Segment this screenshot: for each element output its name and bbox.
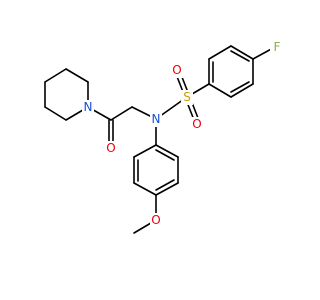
fluorine-atom-label: F <box>274 40 281 54</box>
molecule-structure-canvas: F S O O N N O O <box>44 39 282 234</box>
bond <box>44 68 67 83</box>
bond <box>155 182 179 196</box>
sulfonyl-oxygen-top-label: O <box>172 63 181 77</box>
label-background <box>150 213 162 228</box>
carbonyl-oxygen-label: O <box>106 141 115 155</box>
bond <box>155 179 175 191</box>
bonds <box>44 45 276 234</box>
sulfur-atom-label: S <box>183 90 191 104</box>
bond <box>230 83 254 98</box>
bond <box>44 106 67 121</box>
bond <box>230 45 254 60</box>
label-background <box>270 39 282 55</box>
label-background <box>150 112 162 127</box>
label-background <box>171 63 183 78</box>
bond <box>155 144 179 158</box>
bond <box>65 68 89 83</box>
label-background <box>191 117 203 132</box>
piperidine-nitrogen-label: N <box>84 100 93 114</box>
label-background <box>105 141 117 156</box>
label-background <box>181 90 193 105</box>
bond <box>133 144 157 158</box>
bond <box>155 149 175 161</box>
bond <box>133 182 157 196</box>
bond <box>230 81 250 93</box>
atom-labels: F S O O N N O O <box>82 39 282 228</box>
molecule-structure-drawing: F S O O N N O O <box>44 39 282 234</box>
bond <box>208 45 232 60</box>
bond <box>230 50 250 62</box>
sulfonyl-oxygen-bottom-label: O <box>192 117 201 131</box>
bond <box>110 106 133 121</box>
methoxy-oxygen-label: O <box>151 213 160 227</box>
label-background <box>82 100 94 115</box>
sulfonamide-nitrogen-label: N <box>152 112 161 126</box>
bond <box>208 83 232 98</box>
